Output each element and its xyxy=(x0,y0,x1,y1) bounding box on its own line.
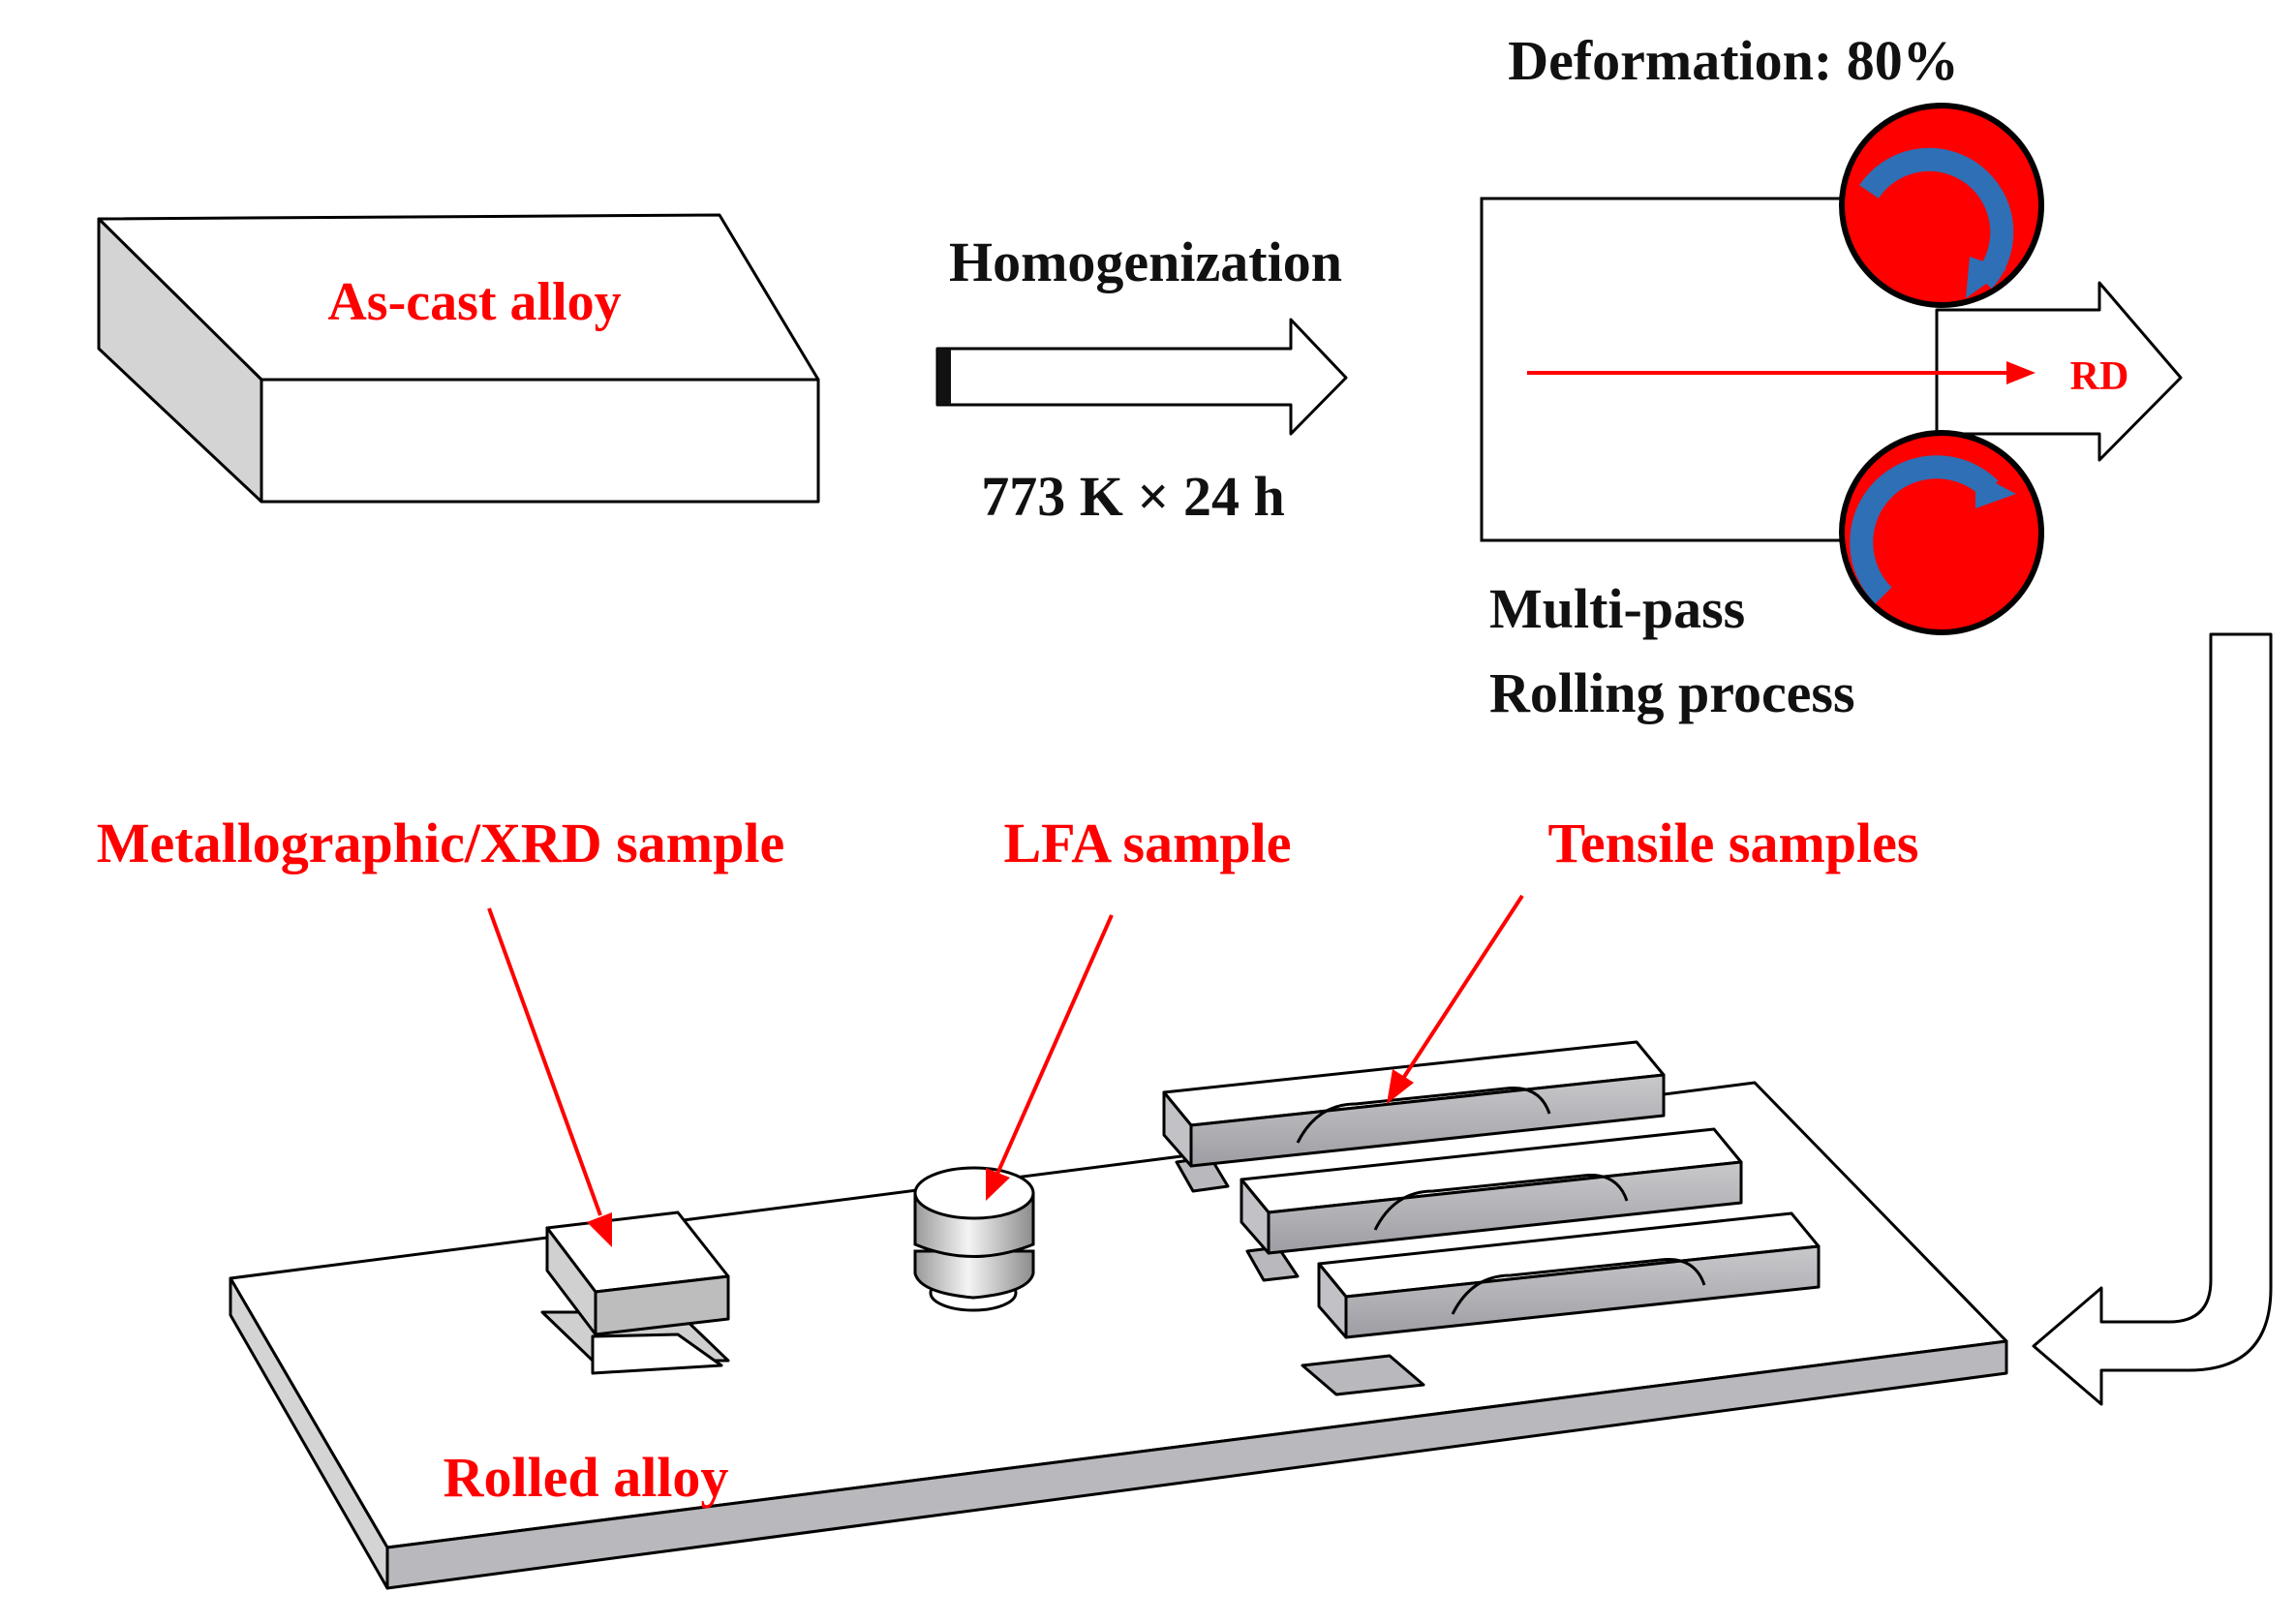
rd-label: RD xyxy=(2070,354,2129,399)
metallographic-sample xyxy=(540,1210,730,1375)
rolling-label-line2: Rolling process xyxy=(1489,661,1855,724)
metallographic-label: Metallographic/XRD sample xyxy=(97,812,784,874)
lfa-label: LFA sample xyxy=(1004,812,1292,874)
tensile-label: Tensile samples xyxy=(1548,812,1919,874)
rolling-label-line1: Multi-pass xyxy=(1489,577,1745,640)
return-arrow xyxy=(2032,632,2273,1406)
tensile-bar-3 xyxy=(1301,1211,1821,1396)
homogenization-arrow xyxy=(935,318,1348,436)
deformation-label: Deformation: 80% xyxy=(1508,29,1959,92)
metallographic-pointer xyxy=(487,907,612,1247)
as-cast-label: As-cast alloy xyxy=(327,272,621,332)
rolled-label: Rolled alloy xyxy=(444,1446,729,1509)
tensile-pointer xyxy=(1387,894,1524,1104)
tensile-bar-2 xyxy=(1240,1127,1743,1282)
as-cast-block xyxy=(97,213,820,504)
lfa-pointer xyxy=(986,914,1114,1201)
lfa-sample xyxy=(913,1166,1035,1312)
upper-roller xyxy=(1839,103,2044,308)
tensile-bar-1 xyxy=(1162,1040,1666,1193)
rolled-plate xyxy=(229,1081,2008,1590)
rd-arrow xyxy=(1527,361,2036,384)
treatment-label: 773 K × 24 h xyxy=(981,465,1284,528)
lower-roller xyxy=(1839,430,2044,635)
homogenization-label: Homogenization xyxy=(949,230,1342,293)
rolling-sheet xyxy=(1480,197,1840,542)
